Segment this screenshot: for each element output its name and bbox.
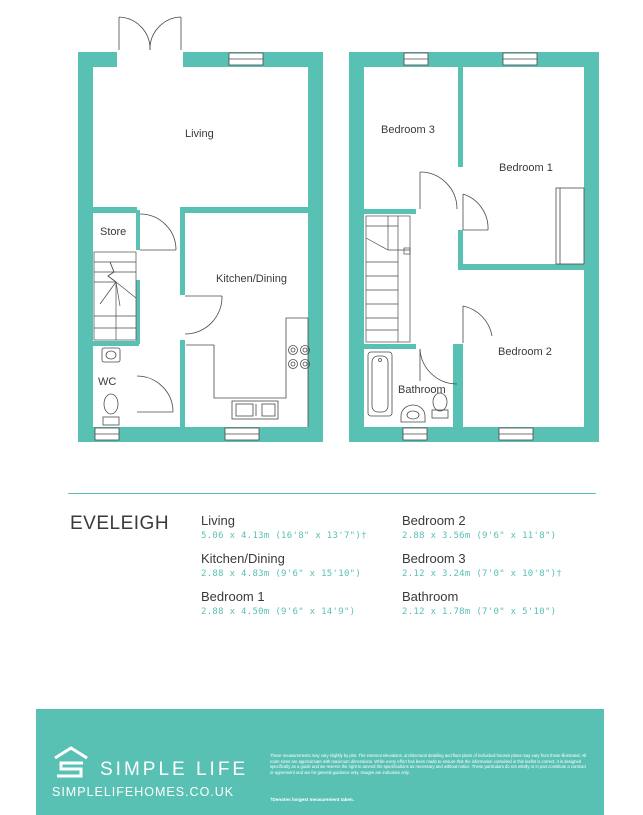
- wall-bed3-bed1: [458, 67, 463, 167]
- kitchen-sink: [231, 400, 279, 420]
- label-bathroom: Bathroom: [398, 384, 446, 396]
- wall-kitchen-top: [182, 207, 308, 213]
- wall-stair-right: [136, 280, 140, 344]
- window-wc: [94, 427, 120, 441]
- measurement-footnote: †Denotes longest measurement taken.: [270, 797, 354, 802]
- house-logo-icon: [54, 746, 88, 778]
- room-entry: Bedroom 3 2.12 x 3.24m (7'0" x 10'8")†: [402, 551, 602, 589]
- ground-floor-stairs: [93, 251, 137, 341]
- label-bedroom2: Bedroom 2: [498, 346, 552, 358]
- french-door-opening: [117, 50, 183, 69]
- bedroom3-door: [419, 171, 458, 210]
- bath: [367, 351, 393, 417]
- room-dimensions: 2.12 x 3.24m (7'0" x 10'8")†: [402, 569, 563, 579]
- room-entry: Kitchen/Dining 2.88 x 4.83m (9'6" x 15'1…: [201, 551, 401, 589]
- floor-plans: Living Store Kitchen/Dining WC: [78, 16, 599, 442]
- bedroom1-wardrobe: [555, 187, 585, 265]
- label-store: Store: [100, 226, 126, 238]
- wall-bed2-left: [458, 344, 463, 427]
- window-bedroom1: [502, 52, 538, 66]
- label-bedroom1: Bedroom 1: [499, 162, 553, 174]
- window-kitchen: [224, 427, 260, 441]
- room-name: Bathroom: [402, 589, 459, 604]
- room-dimensions: 2.88 x 4.83m (9'6" x 15'10"): [201, 569, 362, 579]
- label-bedroom3: Bedroom 3: [381, 124, 435, 136]
- wall-bed1-bed2: [458, 264, 584, 270]
- room-name: Living: [201, 513, 235, 528]
- wall-bathroom-top: [364, 344, 416, 349]
- label-kitchen: Kitchen/Dining: [216, 273, 287, 285]
- bathroom-basin: [400, 404, 426, 423]
- room-dimensions: 5.06 x 4.13m (16'8" x 13'7")†: [201, 531, 367, 541]
- wall-kitchen-left-lower: [180, 340, 185, 427]
- room-name: Bedroom 1: [201, 589, 265, 604]
- room-entry: Bedroom 2 2.88 x 3.56m (9'6" x 11'8"): [402, 513, 602, 551]
- room-entry: Living 5.06 x 4.13m (16'8" x 13'7")†: [201, 513, 401, 551]
- kitchen-hob: [288, 345, 310, 369]
- first-floor-stairs: [365, 215, 411, 343]
- room-entry: Bedroom 1 2.88 x 4.50m (9'6" x 14'9"): [201, 589, 401, 627]
- brand-name: SIMPLE LIFE: [100, 759, 249, 780]
- window-bathroom: [402, 427, 428, 441]
- wall-bathroom-right: [453, 344, 458, 427]
- kitchen-door: [184, 295, 223, 335]
- window-bedroom3: [403, 52, 429, 66]
- room-name: Kitchen/Dining: [201, 551, 285, 566]
- development-name: EVELEIGH: [70, 513, 170, 534]
- window-living: [228, 52, 264, 66]
- website-link[interactable]: SIMPLELIFEHOMES.CO.UK: [52, 785, 235, 799]
- room-dimensions: 2.88 x 3.56m (9'6" x 11'8"): [402, 531, 557, 541]
- bedroom2-door: [462, 305, 493, 343]
- room-dimensions: 2.88 x 4.50m (9'6" x 14'9"): [201, 607, 356, 617]
- wall-kitchen-left-upper: [180, 207, 185, 295]
- room-schedule-left: Living 5.06 x 4.13m (16'8" x 13'7")† Kit…: [201, 513, 401, 627]
- room-name: Bedroom 3: [402, 551, 466, 566]
- disclaimer-text: These measurements may vary slightly by …: [270, 753, 587, 775]
- wc-toilet: [102, 393, 120, 426]
- room-entry: Bathroom 2.12 x 1.78m (7'0" x 5'10"): [402, 589, 602, 627]
- wall-bed3-bottom: [364, 209, 416, 214]
- store-door: [139, 213, 177, 251]
- room-dimensions: 2.12 x 1.78m (7'0" x 5'10"): [402, 607, 557, 617]
- wc-basin: [101, 347, 121, 363]
- bathroom-door: [419, 348, 458, 385]
- bedroom1-door: [462, 193, 489, 231]
- section-divider: [68, 493, 596, 494]
- ground-floor-plan: Living Store Kitchen/Dining WC: [78, 16, 323, 442]
- bathroom-toilet: [431, 392, 449, 419]
- wall-wc-top: [93, 341, 139, 346]
- french-doors: [118, 16, 182, 51]
- first-floor-outer-wall: [349, 52, 599, 442]
- wall-landing-right: [458, 230, 463, 270]
- room-schedule-right: Bedroom 2 2.88 x 3.56m (9'6" x 11'8") Be…: [402, 513, 602, 627]
- wall-store-top: [93, 207, 137, 213]
- window-bedroom2: [498, 427, 534, 441]
- wall-store-right: [136, 210, 140, 250]
- wc-door: [136, 375, 174, 413]
- first-floor-plan: Bedroom 3 Bedroom 1 Bedroom 2 Bathroom: [349, 52, 599, 442]
- label-wc: WC: [98, 376, 116, 388]
- kitchen-units: [186, 317, 309, 427]
- room-name: Bedroom 2: [402, 513, 466, 528]
- footer-banner: SIMPLE LIFE SIMPLELIFEHOMES.CO.UK These …: [36, 709, 604, 815]
- label-living: Living: [185, 128, 214, 140]
